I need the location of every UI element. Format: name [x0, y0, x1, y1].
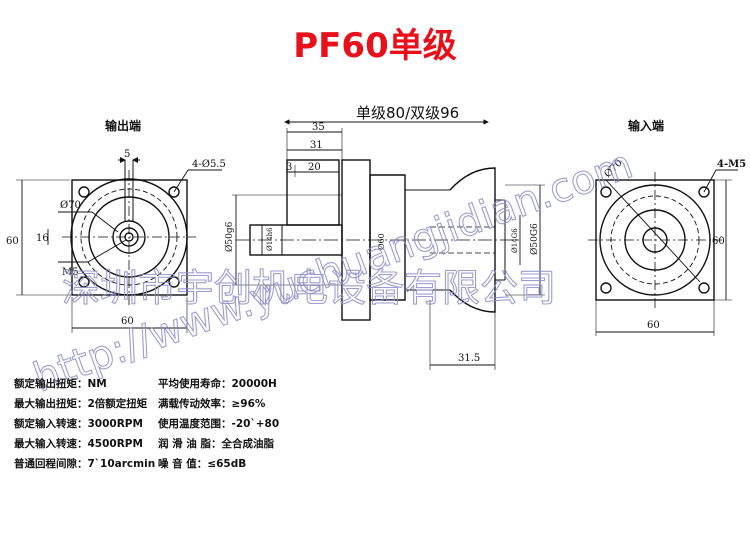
spec-row: 平均使用寿命：20000H	[158, 376, 277, 391]
dim-20: 20	[308, 162, 321, 173]
spec-label: 额定输入转速：	[14, 418, 88, 430]
dim-o14g6: Ø14G6	[511, 228, 519, 253]
dim-60-bottom: 60	[121, 316, 134, 327]
spec-label: 普通回程间隙：	[14, 458, 88, 470]
dim-60-input-right: 60	[712, 236, 725, 247]
spec-row: 最大输出扭矩：2倍额定扭矩	[14, 396, 147, 411]
dim-31-5: 31.5	[458, 353, 480, 364]
spec-label: 额定输出扭矩：	[14, 378, 88, 390]
dim-4-m5: 4-M5	[717, 159, 746, 170]
dim-35: 35	[312, 122, 325, 133]
spec-label: 满载传动效率：	[158, 398, 232, 410]
dim-key-width: 5	[124, 149, 130, 160]
spec-label: 使用温度范围：	[158, 418, 232, 430]
dim-3: 3	[286, 162, 292, 173]
gearbox-body	[369, 174, 406, 301]
spec-value: 7`10arcmin	[87, 458, 156, 470]
input-mount-hole-bl	[600, 282, 612, 294]
spec-label: 润 滑 油 脂：	[158, 438, 222, 450]
output-end-dimensions: 5 4-Ø5.5 Ø70 16 M5 60 60	[6, 149, 226, 327]
output-mount-hole-tl	[78, 186, 90, 198]
page-title: PF60单级	[293, 26, 457, 66]
dim-4-holes: 4-Ø5.5	[192, 159, 226, 170]
spec-value: 全合成油脂	[221, 438, 274, 450]
input-mount-hole-tr	[698, 186, 710, 198]
spec-row: 使用温度范围：-20`+80	[158, 416, 279, 431]
input-mount-hole-tl	[600, 186, 612, 198]
dim-o50g6: Ø50g6	[224, 221, 235, 252]
dim-m5: M5	[62, 267, 79, 278]
input-mount-hole-br	[698, 282, 710, 294]
spec-value: 3000RPM	[87, 418, 143, 430]
dim-60-left: 60	[6, 236, 19, 247]
dim-60-input-bottom: 60	[647, 320, 660, 331]
side-view: 单级80/双级96	[232, 104, 545, 370]
output-mount-hole-br	[168, 276, 180, 288]
output-mount-hole-bl	[78, 276, 90, 288]
input-end-view: 输入端	[588, 118, 738, 336]
dim-o50g6-right: Ø50G6	[529, 223, 540, 255]
spec-value: NM	[87, 378, 107, 390]
output-end-label: 输出端	[105, 118, 141, 133]
spec-value: ≥96%	[231, 398, 266, 410]
spec-row: 最大输入转速：4500RPM	[14, 436, 143, 451]
spec-value: -20`+80	[231, 418, 280, 430]
spec-label: 平均使用寿命：	[158, 378, 232, 390]
spec-row: 额定输出扭矩：NM	[14, 376, 107, 391]
shaft-key-outline	[286, 159, 340, 226]
spec-row: 普通回程间隙：7`10arcmin	[14, 456, 155, 471]
spec-row: 噪 音 值：≤65dB	[158, 456, 246, 471]
dim-o60-side: Ø60	[377, 233, 386, 250]
dim-16: 16	[36, 233, 49, 244]
spec-row: 满载传动效率：≥96%	[158, 396, 265, 411]
spec-row: 润 滑 油 脂：全合成油脂	[158, 436, 274, 451]
dim-o70-output: Ø70	[60, 200, 81, 211]
spec-value: ≤65dB	[207, 458, 247, 470]
watermark-company: 深圳市宇创机电设备有限公司	[62, 266, 556, 310]
dim-31: 31	[310, 140, 323, 151]
output-mount-hole-tr	[168, 186, 180, 198]
side-view-dimensions: 35 31 3 20 Ø50g6 Ø14h6 Ø60 Ø14G6 Ø50G6 3…	[224, 122, 540, 364]
spec-label: 噪 音 值：	[158, 458, 208, 470]
dim-o14h6: Ø14h6	[266, 227, 274, 251]
spec-value: 20000H	[231, 378, 277, 390]
length-label: 单级80/双级96	[356, 104, 459, 122]
output-end-view: 输出端	[16, 118, 222, 333]
spec-label: 最大输入转速：	[14, 438, 88, 450]
input-end-label: 输入端	[628, 118, 664, 133]
spec-label: 最大输出扭矩：	[14, 398, 88, 410]
spec-value: 4500RPM	[87, 438, 143, 450]
spec-row: 额定输入转速：3000RPM	[14, 416, 143, 431]
spec-value: 2倍额定扭矩	[87, 398, 148, 410]
